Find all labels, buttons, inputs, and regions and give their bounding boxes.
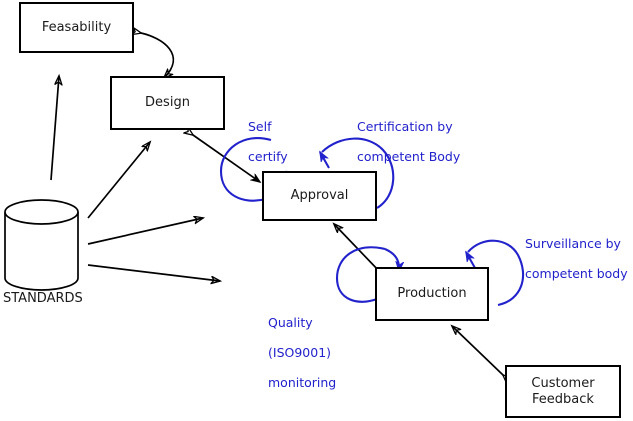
annotation-certification-by-competent-body: Certification by competent Body — [357, 104, 460, 179]
node-approval[interactable]: Approval — [262, 171, 377, 221]
annotation-surveillance-line2: competent body — [525, 266, 628, 281]
annotation-quality-line2: (ISO9001) — [268, 345, 332, 360]
node-design[interactable]: Design — [110, 76, 225, 130]
annotation-surveillance-line1: Surveillance by — [525, 236, 621, 251]
node-production[interactable]: Production — [375, 267, 489, 321]
node-feasability[interactable]: Feasability — [19, 2, 134, 53]
annotation-self-certify: Self certify — [248, 104, 288, 179]
annotation-certification-line1: Certification by — [357, 119, 453, 134]
loop-surveillance — [465, 239, 525, 307]
edge-standards-to-feasability — [50, 76, 59, 181]
edge-design-approval — [193, 135, 260, 182]
edge-production-to-approval — [334, 224, 380, 272]
edge-standards-to-design — [87, 142, 150, 219]
annotation-self-certify-line1: Self — [248, 119, 272, 134]
annotation-surveillance-by-competent-body: Surveillance by competent body — [525, 221, 628, 296]
annotation-quality-iso9001-monitoring: Quality (ISO9001) monitoring — [268, 300, 336, 405]
standards-cylinder-shape — [4, 199, 79, 291]
node-customer-feedback-label-line2: Feedback — [532, 391, 594, 407]
node-standards-label: STANDARDS — [3, 291, 83, 306]
node-customer-feedback[interactable]: Customer Feedback — [505, 365, 621, 418]
annotation-quality-line1: Quality — [268, 315, 313, 330]
standards-text: STANDARDS — [3, 291, 83, 306]
node-design-label: Design — [145, 95, 190, 110]
node-approval-label: Approval — [290, 188, 349, 203]
edge-standards-to-production — [87, 264, 220, 281]
annotation-quality-line3: monitoring — [268, 375, 337, 390]
node-customer-feedback-label-line1: Customer — [531, 375, 595, 391]
annotation-certification-line2: competent Body — [357, 149, 461, 164]
node-feasability-label: Feasability — [41, 19, 112, 35]
annotation-self-certify-line2: certify — [248, 149, 288, 164]
edge-standards-to-approval — [87, 218, 203, 245]
node-production-label: Production — [397, 286, 467, 301]
edge-customer-feedback-production — [452, 326, 503, 375]
loop-certification — [319, 137, 395, 209]
edge-design-to-feasability — [141, 33, 175, 78]
